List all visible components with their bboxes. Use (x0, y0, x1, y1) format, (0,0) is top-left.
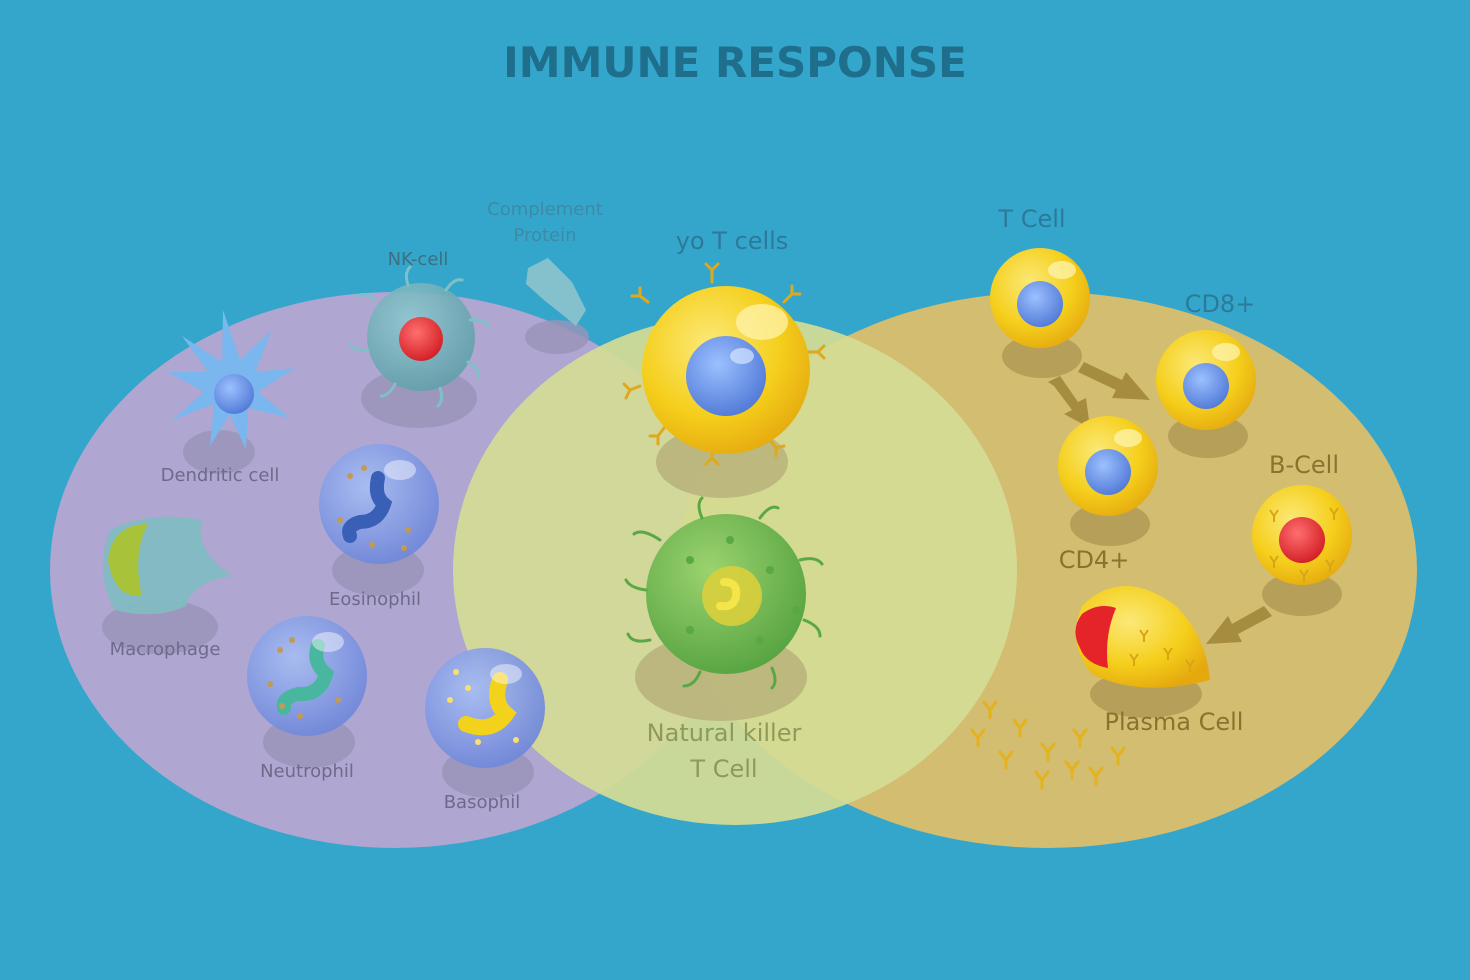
arrow-tcell-to-cd8-icon (1078, 362, 1150, 400)
label-natural-killer-line1: Natural killer (646, 719, 802, 747)
label-complement-line1: Complement (487, 199, 603, 220)
dendritic-cell-icon (168, 310, 295, 474)
antibodies-icon (970, 700, 1126, 790)
b-cell-icon (1252, 485, 1352, 616)
label-neutrophil: Neutrophil (260, 761, 354, 782)
label-t-cell: T Cell (998, 205, 1066, 233)
cd4-t-cell-icon (1058, 416, 1158, 546)
cd8-t-cell-icon (1156, 330, 1256, 458)
label-eosinophil: Eosinophil (328, 589, 422, 610)
macrophage-icon (102, 516, 232, 654)
label-dendritic-cell: Dendritic cell (160, 465, 280, 486)
label-macrophage: Macrophage (109, 639, 221, 660)
label-cd8: CD8+ (1184, 290, 1256, 318)
label-complement-line2: Protein (513, 225, 577, 246)
neutrophil-icon (247, 616, 367, 768)
complement-protein-icon (525, 258, 589, 354)
label-nk-cell: NK-cell (387, 249, 449, 270)
label-natural-killer-line2: T Cell (690, 755, 758, 783)
gamma-delta-t-cell-icon (622, 262, 826, 498)
label-plasma-cell: Plasma Cell (1104, 708, 1244, 736)
label-b-cell: B-Cell (1269, 451, 1339, 479)
page-title: IMMUNE RESPONSE (503, 38, 967, 87)
plasma-cell-icon (1075, 586, 1210, 718)
label-gamma-delta-t-cells: yo T cells (675, 227, 789, 255)
arrow-bcell-to-plasma-icon (1206, 606, 1272, 644)
label-cd4: CD4+ (1058, 546, 1130, 574)
label-basophil: Basophil (443, 792, 521, 813)
nk-cell-icon (348, 265, 490, 428)
natural-killer-t-cell-icon (624, 496, 824, 721)
eosinophil-icon (319, 444, 439, 596)
basophil-icon (425, 648, 545, 798)
arrow-tcell-to-cd4-icon (1048, 376, 1090, 428)
t-cell-icon (990, 248, 1090, 378)
